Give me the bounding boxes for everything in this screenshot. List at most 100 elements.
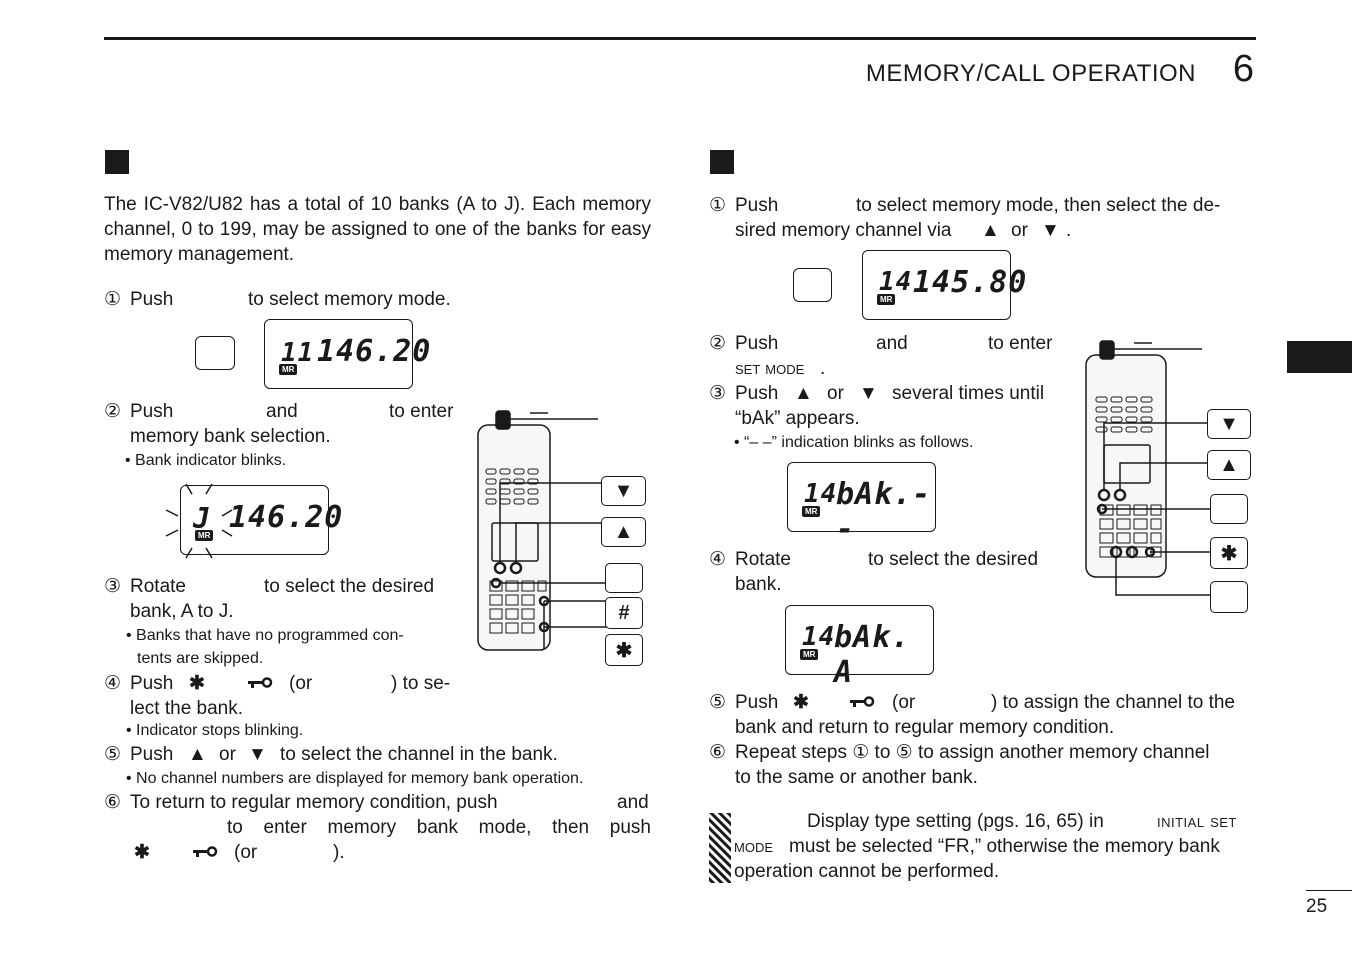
down-arrow-icon: ▼: [248, 744, 267, 765]
lcd-display-1: 11 146.20 MR: [264, 319, 430, 389]
r-step-2-enter: to enter: [988, 333, 1053, 354]
star-icon: ✱: [189, 673, 205, 694]
key-lock-icon: [248, 677, 273, 688]
r-step-5-push: Push: [735, 692, 779, 713]
lcd-bank: J: [193, 502, 211, 535]
step-4-text: ) to se-: [391, 673, 451, 694]
r-lcd-display-1: 14 145.80 MR: [862, 250, 1026, 320]
step-5-number: ⑤: [104, 744, 122, 765]
r-step-3-or: or: [827, 383, 844, 404]
note-mode: mode: [734, 836, 773, 856]
note-initial-set: initial set: [1157, 811, 1237, 831]
down-arrow-icon: ▼: [1041, 220, 1060, 241]
r-step-6-text-2: to the same or another bank.: [735, 767, 978, 788]
r-step-4-text-2: bank.: [735, 574, 782, 595]
r-step-6-number: ⑥: [709, 742, 727, 763]
star-icon: ✱: [1220, 542, 1238, 565]
r-step-1-or: or: [1011, 220, 1028, 241]
lcd-channel: 14: [879, 267, 913, 297]
lcd-display-2: J 146.20 MR: [180, 485, 342, 555]
lcd-channel: 14: [804, 479, 838, 509]
up-key-callout-right: ▲: [1207, 450, 1251, 480]
step-3-rotate: Rotate: [130, 576, 186, 597]
lcd-frequency: 146.20: [229, 500, 344, 535]
step-2-and: and: [266, 401, 298, 422]
mr-indicator: MR: [802, 506, 821, 517]
step-1-number: ①: [104, 289, 122, 310]
r-step-5-or: (or: [892, 692, 916, 713]
star-key-callout-right: ✱: [1210, 537, 1248, 569]
note-text-3: operation cannot be performed.: [734, 861, 1000, 882]
mr-key-callout: [605, 563, 643, 593]
r-step-3-push: Push: [735, 383, 779, 404]
r-step-5-text-2: bank and return to regular memory condit…: [735, 717, 1115, 738]
r-lcd-display-3: 14 bAk. A MR: [785, 605, 934, 690]
step-2-number: ②: [104, 401, 122, 422]
r-step-4-rotate: Rotate: [735, 549, 791, 570]
down-arrow-icon: ▼: [613, 479, 634, 502]
down-key-callout: ▼: [601, 476, 646, 506]
up-arrow-icon: ▲: [613, 520, 634, 543]
r-step-1-push: Push: [735, 195, 779, 216]
blink-rays-icon: [165, 483, 233, 559]
set-key-callout-right: [1210, 581, 1248, 613]
r-step-2-and: and: [876, 333, 908, 354]
lcd-frequency: 146.20: [317, 334, 432, 369]
r-step-3-number: ③: [709, 383, 727, 404]
up-key-callout: ▲: [601, 517, 646, 547]
r-step-2-dot: .: [820, 358, 826, 379]
step-6-number: ⑥: [104, 792, 122, 813]
mr-indicator: MR: [800, 649, 819, 660]
star-icon: ✱: [793, 692, 809, 713]
step-4-or: (or: [289, 673, 313, 694]
step-4-text-2: lect the bank.: [130, 698, 244, 719]
step-2-note: • Bank indicator blinks.: [125, 452, 287, 469]
step-6-text-2: to enter memory bank mode, then push: [227, 817, 651, 838]
star-icon: ✱: [134, 842, 150, 863]
star-icon: ✱: [615, 639, 633, 662]
r-step-1-text-2: sired memory channel via: [735, 220, 952, 241]
mr-key-illustration: [195, 336, 235, 370]
mr-indicator: MR: [195, 530, 214, 541]
step-5-note: • No channel numbers are displayed for m…: [126, 770, 584, 787]
step-6-text: To return to regular memory condition, p…: [130, 792, 498, 813]
r-step-2-set-mode: set mode: [735, 358, 805, 378]
r-step-1-dot: .: [1066, 220, 1072, 241]
mr-indicator: MR: [877, 294, 896, 305]
intro-paragraph: The IC-V82/U82 has a total of 10 banks (…: [104, 194, 651, 265]
step-6-or: (or: [234, 842, 258, 863]
note-hatch-icon: [709, 813, 731, 883]
step-4-push: Push: [130, 673, 174, 694]
step-3-note-2: tents are skipped.: [137, 650, 264, 667]
page-number-rule: [1306, 890, 1352, 891]
r-step-4-text: to select the desired: [868, 549, 1039, 570]
chapter-number: 6: [1232, 48, 1254, 90]
lcd-text: bAk.--: [836, 477, 932, 547]
r-step-4-number: ④: [709, 549, 727, 570]
step-3-note-1: • Banks that have no programmed con-: [126, 627, 404, 644]
up-arrow-icon: ▲: [188, 744, 207, 765]
lcd-channel: 11: [281, 338, 315, 368]
mr-key-illustration: [793, 268, 832, 302]
r-step-1-number: ①: [709, 195, 727, 216]
chapter-title: MEMORY/CALL OPERATION: [865, 60, 1196, 87]
step-6-and: and: [617, 792, 649, 813]
r-step-3-text: several times until: [892, 383, 1045, 404]
step-2-text: memory bank selection.: [130, 426, 331, 447]
top-rule: [104, 37, 1256, 40]
step-6-end: ).: [333, 842, 345, 863]
chapter-tab: [1287, 341, 1352, 373]
down-arrow-icon: ▼: [859, 383, 878, 404]
page-number: 25: [1306, 896, 1328, 917]
section-marker-right: [710, 150, 734, 174]
up-arrow-icon: ▲: [794, 383, 813, 404]
lcd-text: bAk. A: [834, 620, 911, 690]
key-lock-icon: [193, 846, 218, 857]
note-text-2: must be selected “FR,” otherwise the mem…: [789, 836, 1220, 857]
mr-key-callout-right: [1210, 494, 1248, 524]
radio-illustration-right: [1085, 340, 1210, 596]
hash-icon: #: [618, 601, 630, 624]
step-5-text: to select the channel in the bank.: [280, 744, 558, 765]
lcd-frequency: 145.80: [913, 265, 1028, 300]
r-step-3-note: • “– –” indication blinks as follows.: [734, 434, 974, 451]
